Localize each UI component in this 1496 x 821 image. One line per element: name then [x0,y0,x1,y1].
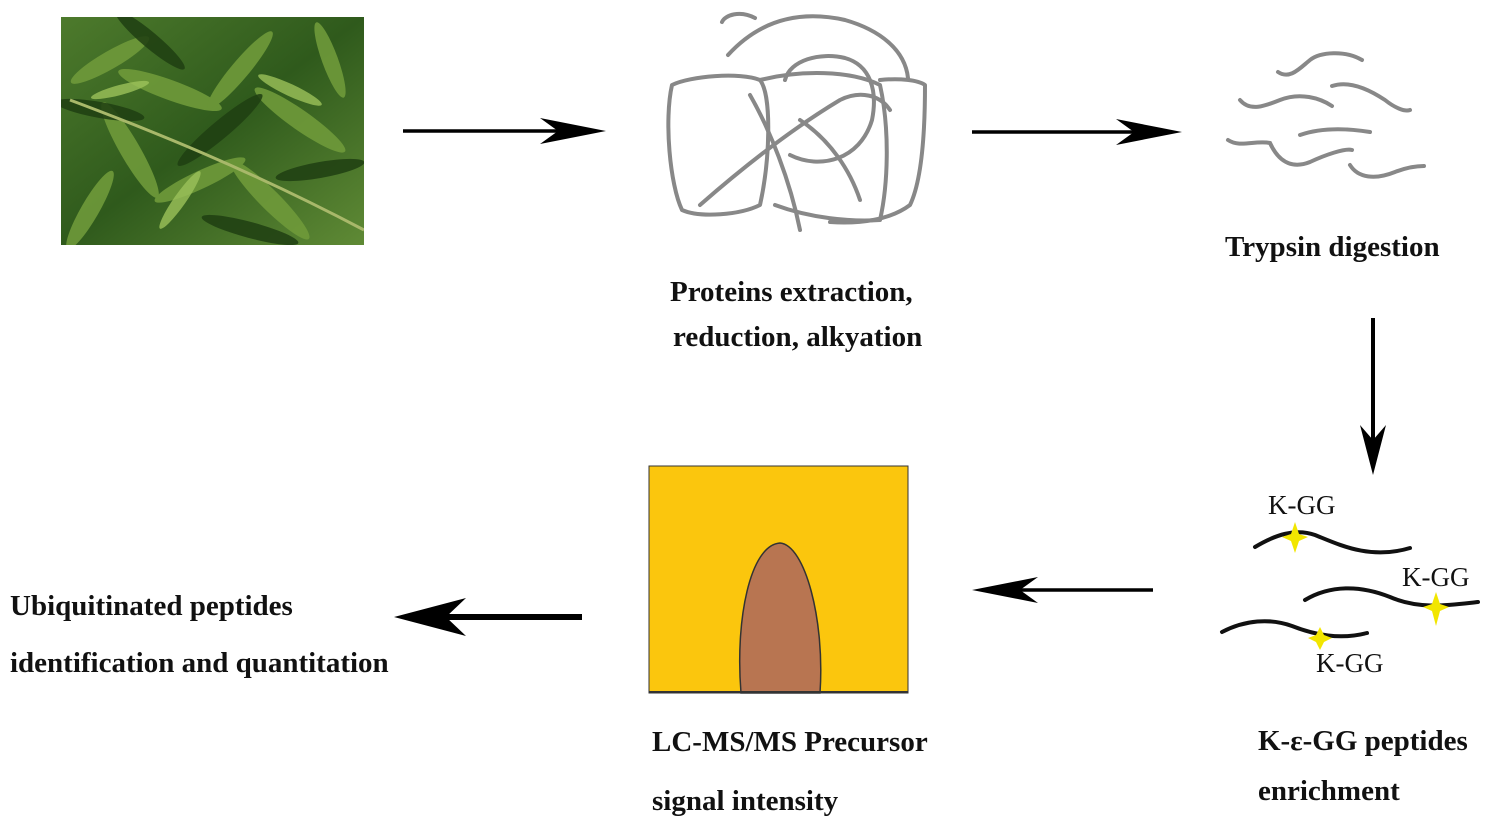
extraction-label-line1: Proteins extraction, [670,276,913,308]
peptide-fragments-icon [1226,51,1426,179]
arrow-right-2 [972,119,1182,145]
kgg-label-1: K-GG [1268,490,1336,520]
enrichment-label-line1: K-ε-GG peptides [1258,725,1468,757]
digestion-label: Trypsin digestion [1225,231,1440,263]
lcms-label-line1: LC-MS/MS Precursor [652,726,928,758]
precursor-peak [738,542,822,694]
arrow-left-2 [394,598,582,636]
modification-site-marker [1423,592,1449,626]
result-label-line2: identification and quantitation [10,647,389,679]
enrichment-label-line2: enrichment [1258,775,1400,807]
plant-photo [61,17,364,245]
kgg-peptides-icon [1220,522,1480,650]
arrow-right-1 [403,118,606,144]
extraction-label-line2: reduction, alkyation [673,321,923,353]
result-label-line1: Ubiquitinated peptides [10,590,293,622]
kgg-label-2: K-GG [1402,562,1470,592]
lcms-label-line2: signal intensity [652,785,839,817]
modification-site-marker [1282,522,1308,553]
modification-site-marker [1308,627,1332,650]
lcms-signal-panel [648,465,909,694]
kgg-label-3: K-GG [1316,648,1384,678]
arrow-left-1 [972,577,1153,603]
protein-tangle-icon [666,11,927,232]
arrow-down [1360,318,1386,475]
